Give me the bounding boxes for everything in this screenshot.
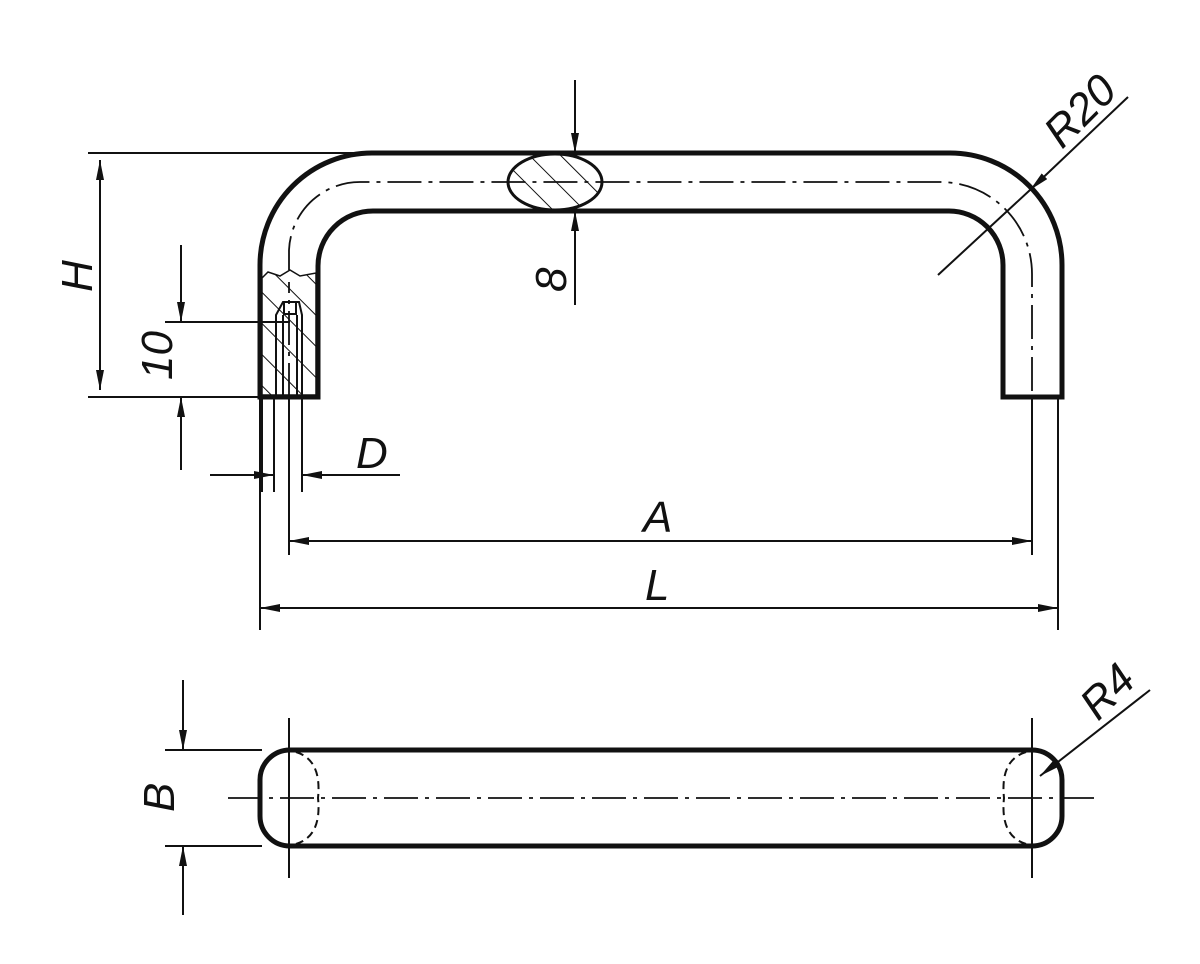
handle-top-view xyxy=(228,718,1095,878)
label-height: H xyxy=(53,260,102,292)
dimension-edge-radius: R4 xyxy=(1039,655,1151,777)
dimension-bend-radius: R20 xyxy=(937,65,1129,276)
dimension-thickness: 8 xyxy=(527,80,579,305)
label-thread-diameter: D xyxy=(356,429,388,478)
dimension-thread-diameter: D xyxy=(210,397,400,492)
dimension-height: H xyxy=(53,152,375,398)
dimension-width: B xyxy=(135,680,262,915)
label-width: B xyxy=(135,783,184,812)
label-hole-spacing: A xyxy=(640,493,672,542)
label-overall-length: L xyxy=(645,561,669,610)
label-bend-radius: R20 xyxy=(1034,65,1126,157)
handle-front-view xyxy=(257,150,1065,400)
label-edge-radius: R4 xyxy=(1070,655,1144,729)
cross-section xyxy=(506,152,604,212)
dimension-lengths: A L xyxy=(259,397,1059,630)
label-thread-depth: 10 xyxy=(133,331,182,380)
dimension-thread-depth: 10 xyxy=(133,245,290,470)
label-thickness: 8 xyxy=(527,267,576,292)
